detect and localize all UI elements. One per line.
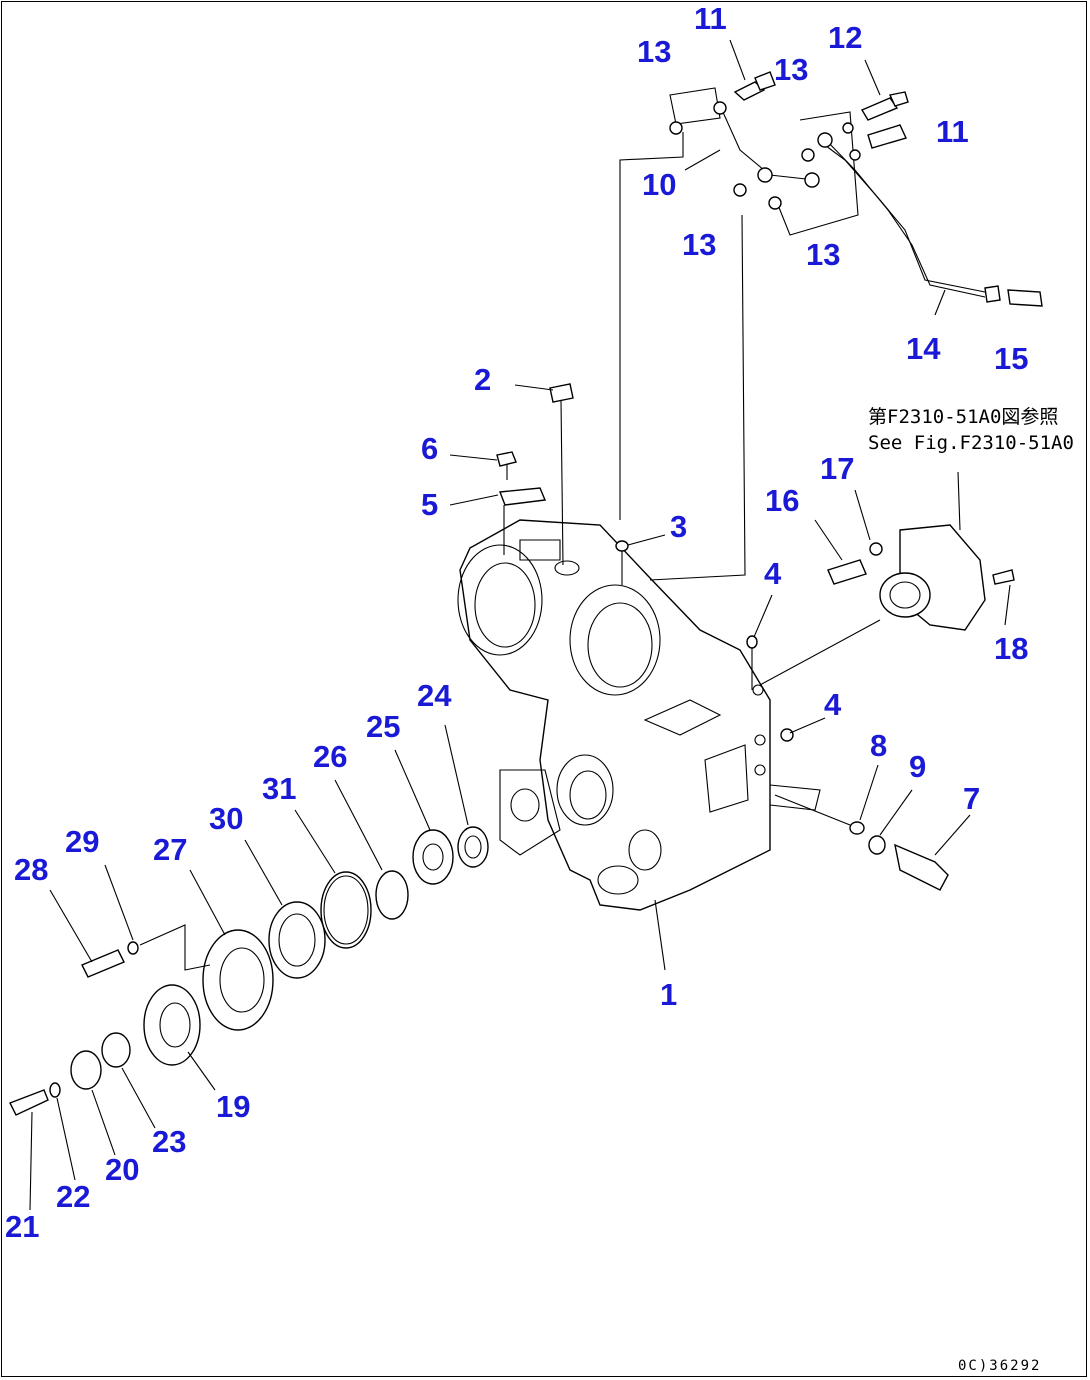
callout-13: 13 <box>637 34 671 69</box>
callout-5: 5 <box>421 487 438 522</box>
callout-14: 14 <box>906 331 941 366</box>
callout-1: 1 <box>660 977 677 1012</box>
callout-15: 15 <box>994 341 1028 376</box>
callout-22: 22 <box>56 1179 90 1214</box>
callout-12: 12 <box>828 20 862 55</box>
callout-11: 11 <box>936 114 969 149</box>
callout-3: 3 <box>670 509 687 544</box>
callout-21: 21 <box>5 1209 39 1244</box>
callout-29: 29 <box>65 824 99 859</box>
callout-24: 24 <box>417 678 452 713</box>
parts-top <box>496 383 794 742</box>
callout-6: 6 <box>421 431 438 466</box>
callout-10: 10 <box>642 167 676 202</box>
callout-28: 28 <box>14 852 48 887</box>
callout-8: 8 <box>870 728 887 763</box>
callout-4: 4 <box>824 687 842 722</box>
callout-20: 20 <box>105 1152 139 1187</box>
callout-17: 17 <box>820 451 854 486</box>
transmission-housing <box>457 519 821 911</box>
callout-18: 18 <box>994 631 1028 666</box>
pump-subassembly <box>759 471 1015 686</box>
callout-13: 13 <box>774 52 808 87</box>
callout-27: 27 <box>153 832 187 867</box>
callout-19: 19 <box>216 1089 250 1124</box>
callout-26: 26 <box>313 739 347 774</box>
callout-13: 13 <box>682 227 716 262</box>
callout-11: 11 <box>694 1 727 36</box>
reference-note-jp: 第F2310-51A0図参照 <box>868 406 1058 428</box>
callout-4: 4 <box>764 556 782 591</box>
callout-31: 31 <box>262 771 296 806</box>
callout-23: 23 <box>152 1124 186 1159</box>
callout-13: 13 <box>806 237 840 272</box>
tube-assembly <box>619 71 1043 581</box>
callout-30: 30 <box>209 801 243 836</box>
callout-16: 16 <box>765 483 799 518</box>
callout-2: 2 <box>474 362 491 397</box>
leader-lines <box>29 39 1011 1211</box>
cover-parts-stack <box>9 826 489 1116</box>
callout-25: 25 <box>366 709 400 744</box>
callout-9: 9 <box>909 749 926 784</box>
plug-parts <box>774 794 949 891</box>
reference-note-en: See Fig.F2310-51A0 <box>868 432 1074 454</box>
drawing-code: 0C)36292 <box>958 1358 1041 1374</box>
callouts: 1 2 3 4 4 5 6 7 8 9 10 11 11 12 13 13 13… <box>5 1 1028 1244</box>
callout-7: 7 <box>963 781 980 816</box>
